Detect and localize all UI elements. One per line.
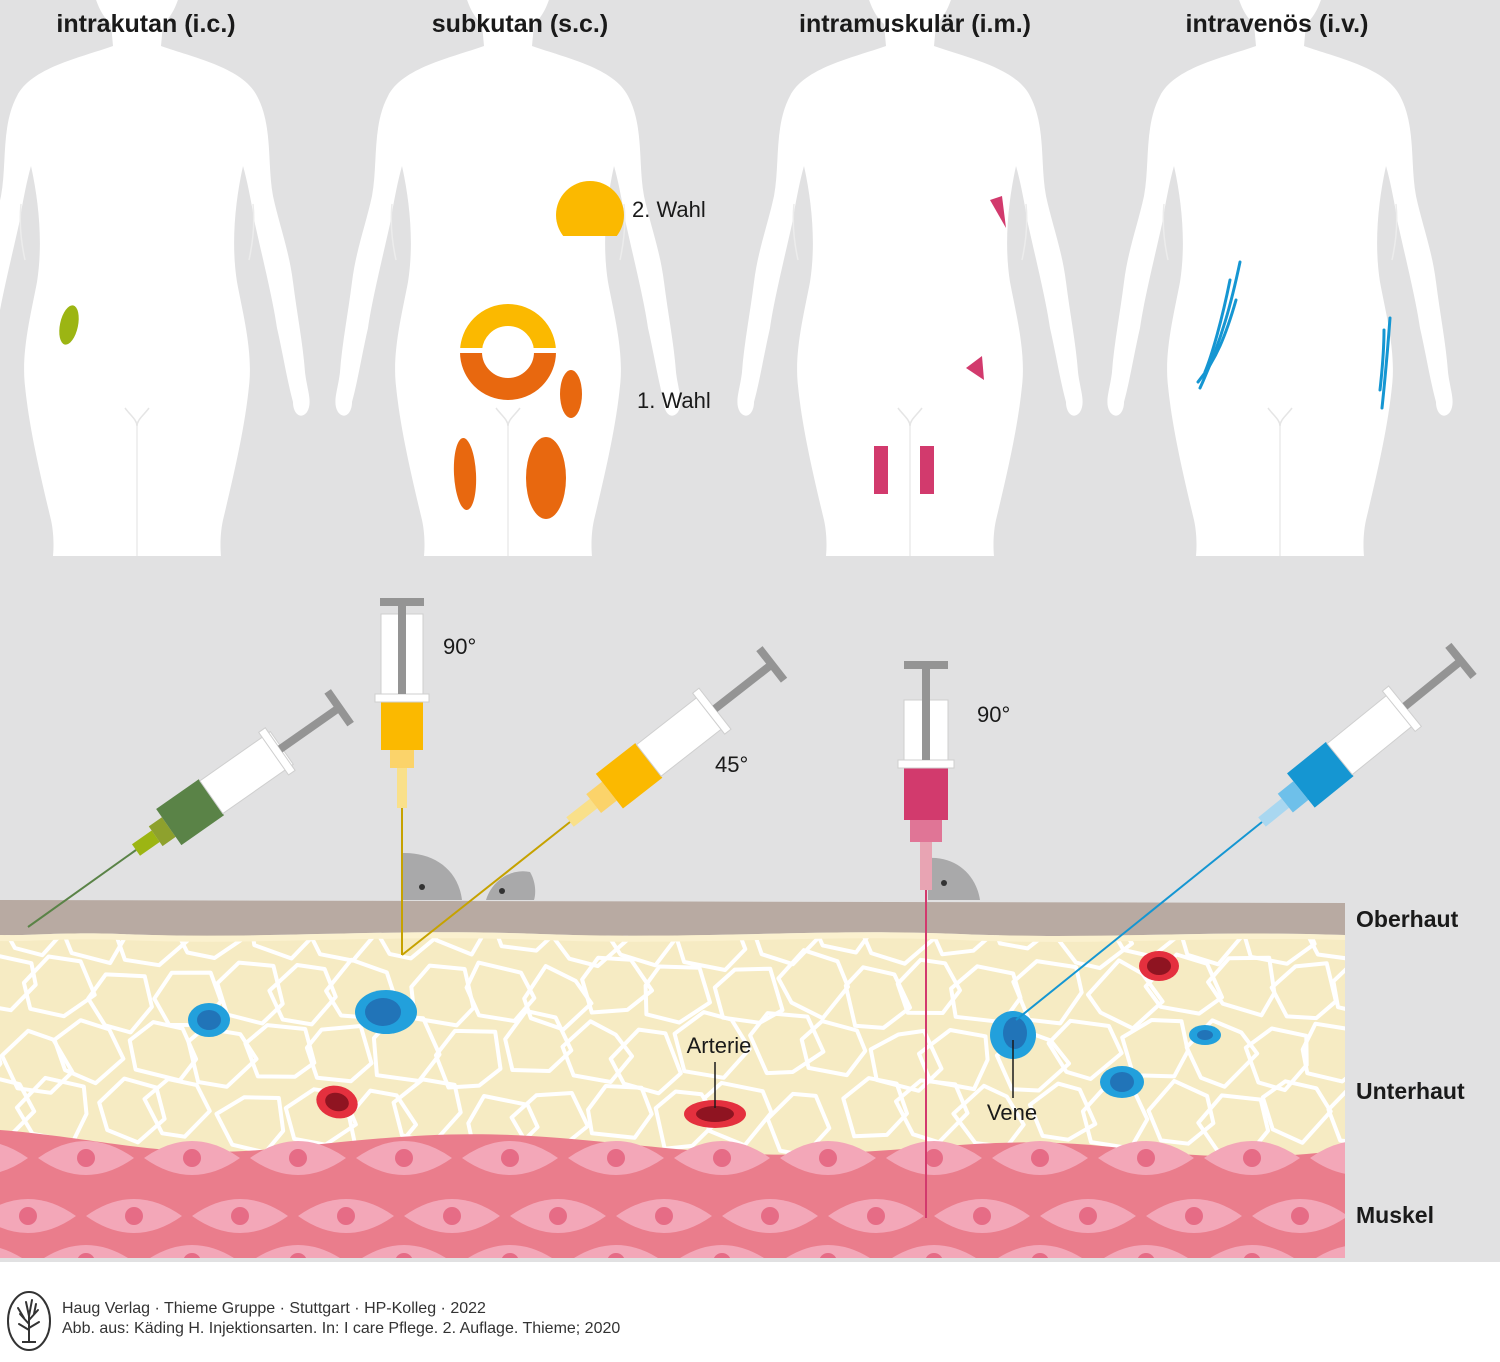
intramuskulaer-site-gluteal (966, 356, 984, 380)
vessels (188, 951, 1221, 1128)
intramuskulaer-site-deltoid (990, 196, 1006, 228)
syringe-subkutan-90 (374, 598, 430, 955)
syringe-intramuskulaer (897, 661, 955, 1218)
skin-bulges (402, 852, 980, 900)
syringe-intravenoes (1015, 642, 1477, 1021)
footer: Haug Verlag · Thieme Gruppe · Stuttgart … (0, 1262, 1500, 1362)
injection-diagram: intrakutan (i.c.) subkutan (s.c.) intram… (0, 0, 1500, 1262)
subkutan-site-thigh-right (453, 438, 477, 510)
layer-oberhaut (0, 900, 1345, 936)
panel-title-subkutan: subkutan (s.c.) (432, 10, 608, 38)
intravenoes-veins (1196, 260, 1392, 410)
intramuskulaer-site-thigh-left (920, 446, 934, 494)
label-angle-subkutan-vertical: 90° (443, 634, 476, 659)
footer-publisher: Haug Verlag · Thieme Gruppe · Stuttgart … (62, 1300, 486, 1317)
panel-title-intrakutan: intrakutan (i.c.) (56, 10, 235, 38)
label-first-choice: 1. Wahl (637, 388, 711, 413)
syringe-subkutan-45 (401, 646, 788, 956)
subkutan-site-abdomen (460, 304, 556, 400)
label-layer-oberhaut: Oberhaut (1356, 906, 1459, 932)
label-arterie: Arterie (687, 1033, 752, 1058)
intrakutan-site-forearm (59, 305, 79, 345)
label-vene: Vene (987, 1100, 1037, 1125)
layer-unterhaut (0, 935, 1345, 1160)
syringe-intrakutan (27, 689, 354, 928)
label-layer-muskel: Muskel (1356, 1202, 1434, 1228)
subkutan-site-upper-arm (556, 181, 624, 236)
label-second-choice: 2. Wahl (632, 197, 706, 222)
subkutan-site-hip (560, 370, 582, 418)
subkutan-site-thigh-left (526, 437, 566, 519)
panel-title-intramuskulaer: intramuskulär (i.m.) (799, 10, 1031, 38)
layer-muskel (0, 1130, 1345, 1258)
tree-logo-icon (7, 1291, 51, 1351)
intramuskulaer-site-thigh-right (874, 446, 888, 494)
label-angle-intramuskulaer: 90° (977, 702, 1010, 727)
label-angle-subkutan-angled: 45° (715, 752, 748, 777)
footer-source: Abb. aus: Käding H. Injektionsarten. In:… (62, 1320, 621, 1337)
label-layer-unterhaut: Unterhaut (1356, 1078, 1465, 1104)
panel-title-intravenoes: intravenös (i.v.) (1186, 10, 1369, 38)
